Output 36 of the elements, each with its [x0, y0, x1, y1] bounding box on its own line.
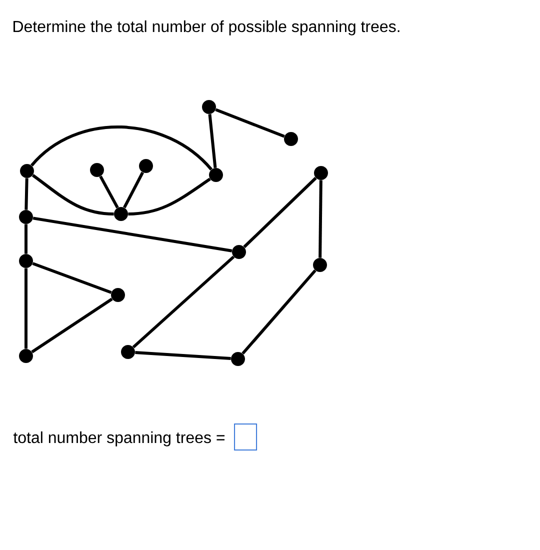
graph-edge	[30, 126, 212, 171]
vertex-dot	[209, 168, 223, 182]
vertex-dot	[20, 164, 34, 178]
vertex-dot	[114, 207, 128, 221]
graph-edge	[123, 172, 144, 208]
vertex-dot	[121, 345, 135, 359]
vertex-dot	[139, 159, 153, 173]
vertex-dot	[19, 210, 33, 224]
vertex-dot	[90, 163, 104, 177]
vertex-dot	[232, 245, 246, 259]
graph-edge	[32, 216, 232, 252]
vertex-dot	[19, 254, 33, 268]
graph-edge	[99, 176, 119, 208]
graph-edge	[243, 176, 317, 248]
vertex-dot	[111, 288, 125, 302]
graph-edge	[128, 178, 211, 216]
graph-edge	[132, 256, 235, 348]
graph-edge	[208, 114, 217, 168]
graph-edge	[24, 268, 28, 349]
vertex-dot	[313, 258, 327, 272]
graph-edge	[24, 224, 28, 254]
vertex-dot	[284, 132, 298, 146]
graph-edge	[242, 269, 316, 355]
graph-edge	[32, 174, 114, 216]
vertex-dot	[19, 349, 33, 363]
question-text: Determine the total number of possible spanning trees.	[14, 20, 400, 36]
vertex-dot	[202, 100, 216, 114]
graph-edge	[24, 178, 28, 210]
prompt-text: total number spanning trees =	[13, 431, 224, 446]
graph-edge	[32, 262, 112, 294]
vertex-dot	[314, 166, 328, 180]
graph-edge	[215, 108, 285, 138]
graph-edge	[135, 350, 231, 360]
graph-edge	[318, 180, 322, 258]
graph-edge	[31, 298, 113, 354]
vertex-dot	[231, 352, 245, 366]
